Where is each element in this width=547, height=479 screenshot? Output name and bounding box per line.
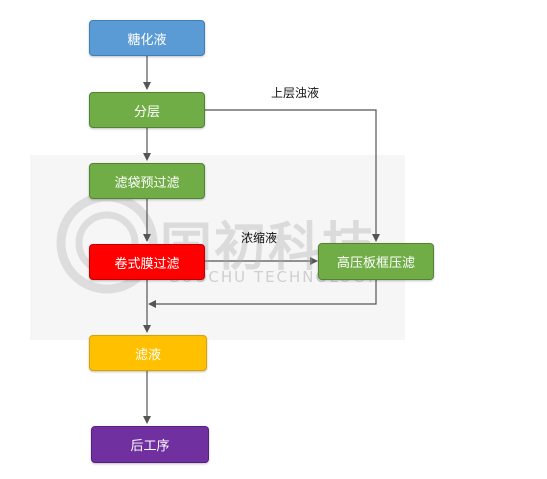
edge-label-concentrate: 浓缩液 — [241, 231, 278, 245]
node-filtrate: 滤液 — [89, 335, 207, 371]
node-layering: 分层 — [89, 92, 205, 128]
node-bag-filter: 滤袋预过滤 — [89, 163, 205, 199]
node-plate-frame-press: 高压板框压滤 — [318, 243, 434, 280]
arrow-layering-to-plateframe — [204, 109, 380, 242]
edge-label-upper-turbid: 上层浊液 — [271, 86, 320, 100]
node-next-process: 后工序 — [91, 426, 209, 463]
arrow-plateframe-return — [148, 280, 377, 308]
node-saccharification: 糖化液 — [89, 20, 205, 56]
node-membrane-filter: 卷式膜过滤 — [89, 244, 205, 280]
